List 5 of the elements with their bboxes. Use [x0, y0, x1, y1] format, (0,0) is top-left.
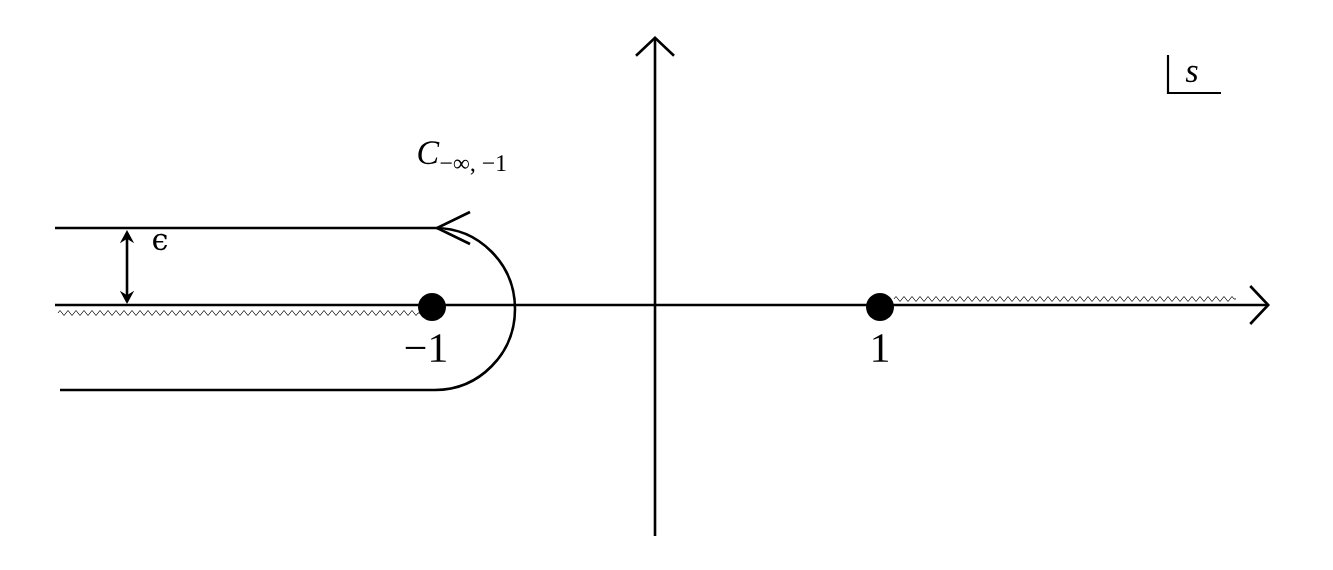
axis-label: C$_{−∞, −1}$ [418, 141, 506, 175]
axis-label: ϵ [153, 233, 168, 251]
axis-label: 1 [873, 334, 888, 362]
axis-label: s [1185, 65, 1198, 83]
axis-label: −1 [405, 334, 446, 362]
